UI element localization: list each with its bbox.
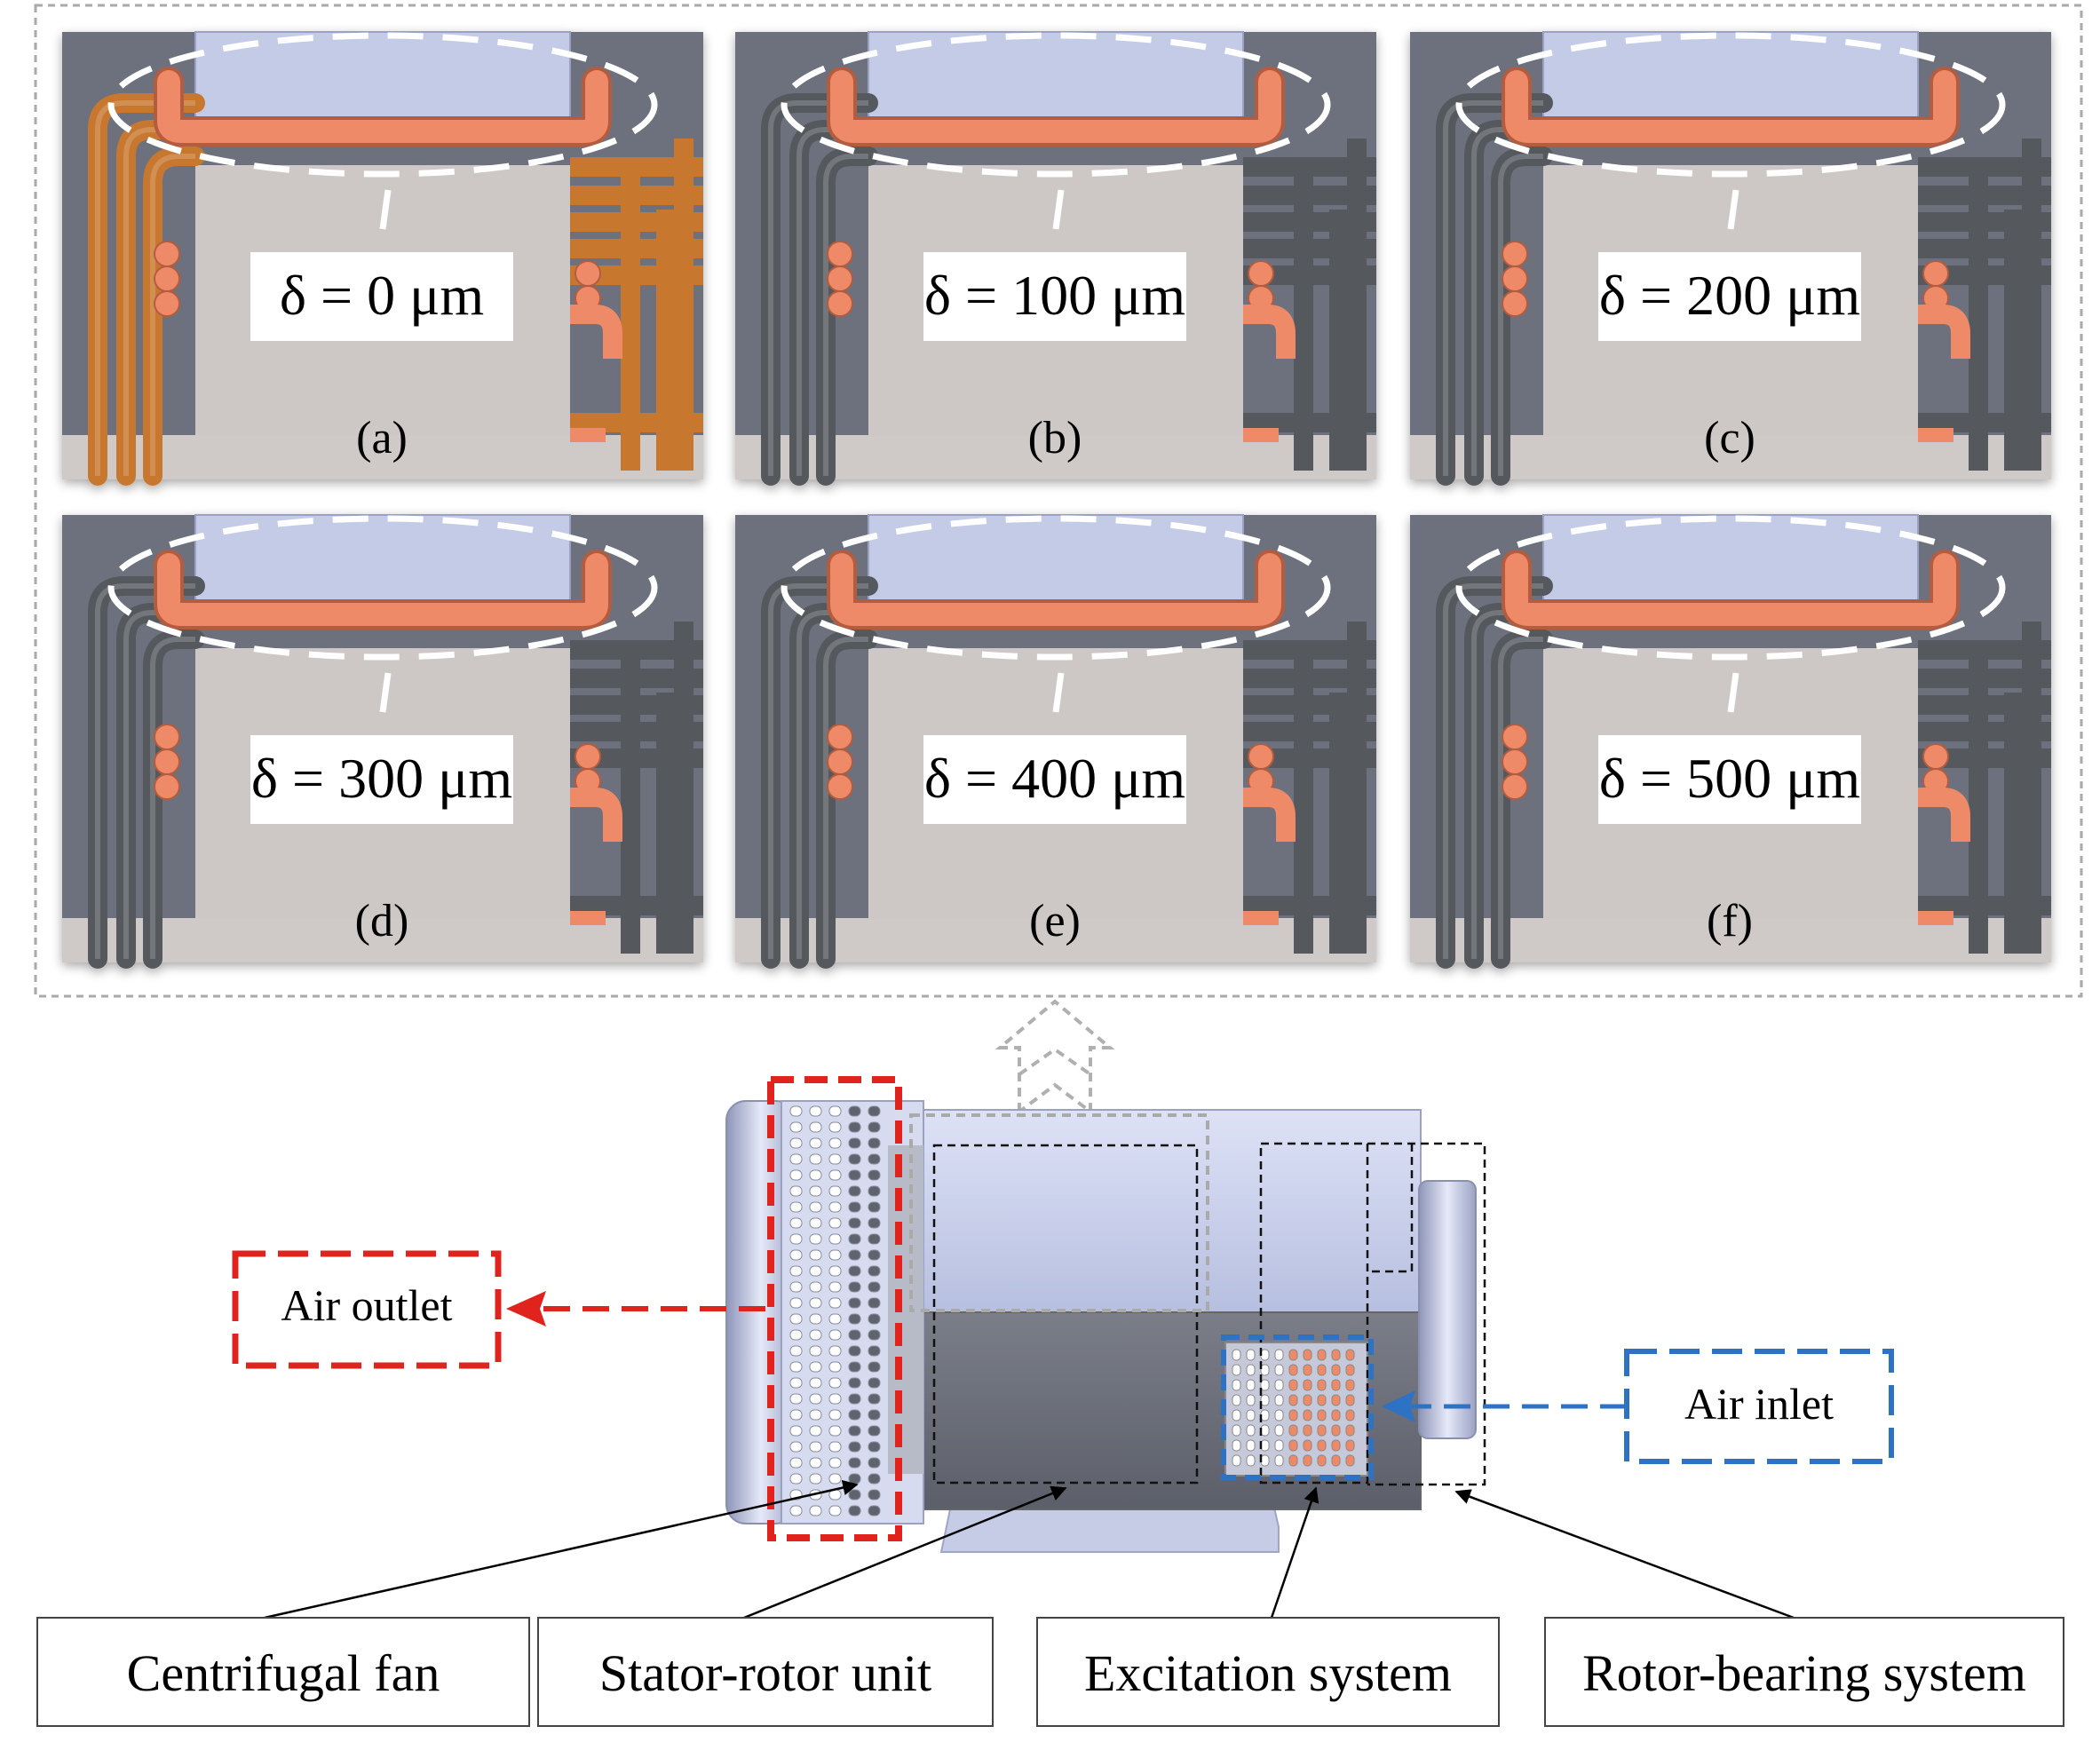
leader-lines (264, 1479, 1795, 1619)
panel-tag: (a) (356, 413, 408, 463)
gap-label: δ = 0 μm (280, 264, 484, 327)
air-inlet-callout (1382, 1349, 1894, 1464)
zoom-up-arrow (995, 999, 1115, 1115)
gap-label: δ = 300 μm (251, 747, 512, 810)
panel-tag: (e) (1029, 896, 1081, 946)
gap-label: δ = 500 μm (1599, 747, 1860, 810)
gap-panel: δ = 100 μm (b) (735, 31, 1376, 486)
component-label: Centrifugal fan (127, 1644, 440, 1702)
gap-panel: δ = 300 μm (d) (62, 514, 703, 969)
panel-group-frame (34, 4, 2083, 998)
air-inlet-label: Air inlet (1684, 1379, 1834, 1429)
component-label: Stator-rotor unit (599, 1644, 931, 1702)
component-label: Excitation system (1084, 1644, 1452, 1702)
panel-tag: (d) (355, 896, 409, 946)
component-labels: Centrifugal fan Stator-rotor unit Excitati… (36, 1617, 2064, 1727)
gap-label: δ = 200 μm (1599, 264, 1860, 327)
air-outlet-callout (232, 1250, 765, 1369)
panel-tag: (c) (1704, 413, 1755, 463)
panel-tag: (f) (1707, 896, 1753, 946)
gap-panel: δ = 400 μm (e) (735, 514, 1376, 969)
gap-label: δ = 100 μm (924, 264, 1185, 327)
gap-label: δ = 400 μm (924, 747, 1185, 810)
panel-tag: (b) (1028, 413, 1082, 463)
component-label: Rotor-bearing system (1582, 1644, 2026, 1702)
gap-panel: δ = 200 μm (c) (1410, 31, 2051, 486)
gap-panels: δ = 0 μm(a)δ = 100 μm(b)δ = 200 μm(c)δ =… (62, 31, 2051, 969)
generator-model (725, 1076, 1486, 1553)
gap-panel: δ = 0 μm (a) (62, 31, 703, 486)
gap-panel: δ = 500 μm (f) (1410, 514, 2051, 969)
air-outlet-label: Air outlet (281, 1280, 452, 1330)
